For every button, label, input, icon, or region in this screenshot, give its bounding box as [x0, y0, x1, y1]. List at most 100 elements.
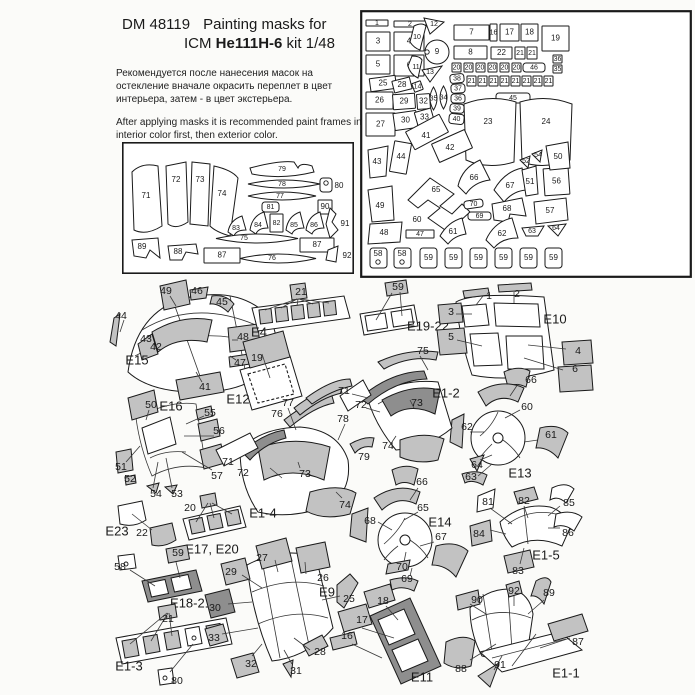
mask-piece-59: 59 [469, 247, 488, 269]
part-shape [469, 332, 503, 367]
mask-piece-5: 5 [365, 54, 391, 75]
piece-label-59: 59 [549, 253, 558, 262]
mask-piece-9: 9 [424, 39, 450, 65]
callout-line [375, 292, 393, 321]
part-shape [513, 486, 539, 505]
mask-piece-86: 86 [305, 211, 325, 235]
callout-5: 5 [448, 331, 454, 343]
callout-91: 91 [494, 659, 506, 671]
part-shape [290, 303, 306, 321]
part-shape [241, 429, 287, 461]
mask-piece-64: 64 [546, 223, 568, 237]
callout-line [125, 445, 141, 463]
callout-30: 30 [209, 602, 221, 614]
kit-scale: kit 1/48 [282, 35, 335, 52]
callout-57: 57 [211, 470, 223, 482]
part-shape [523, 507, 529, 545]
mask-piece-58: 58 [369, 247, 388, 269]
part-shape [157, 603, 178, 621]
mask-piece-76: 76 [239, 253, 317, 264]
callout-line [227, 601, 253, 605]
callout-67: 67 [435, 531, 447, 543]
callout-88: 88 [455, 663, 467, 675]
callout-41: 41 [199, 381, 211, 393]
piece-label-91: 91 [341, 219, 350, 228]
callout-line [509, 383, 519, 397]
callout-49: 49 [160, 285, 172, 297]
part-shape [188, 516, 206, 535]
callout-29: 29 [225, 566, 237, 578]
piece-label-63: 63 [528, 228, 536, 235]
piece-label-59: 59 [474, 253, 483, 262]
part-shape [224, 508, 242, 527]
mask-piece-39: 39 [449, 103, 465, 114]
diagram-label-E13: E13 [508, 465, 531, 480]
mask-piece-69: 69 [467, 211, 492, 221]
part-shape [493, 302, 541, 328]
part-shape [482, 593, 493, 653]
part-shape [306, 301, 322, 319]
callout-66: 66 [416, 476, 428, 488]
mask-piece-54: 54 [531, 149, 543, 164]
mask-piece-59: 59 [419, 247, 438, 269]
piece-label-35: 35 [554, 66, 562, 73]
part-shape [251, 581, 325, 593]
part-shape [289, 282, 308, 301]
diagram-label-E1_5: E1-5 [532, 547, 559, 562]
piece-label-59: 59 [424, 253, 433, 262]
mask-piece-66: 66 [457, 159, 491, 195]
callout-line [251, 643, 263, 657]
callout-line [477, 463, 493, 477]
piece-label-58: 58 [398, 249, 407, 258]
piece-label-21: 21 [490, 78, 498, 85]
part-shape [171, 297, 206, 391]
part-shape [242, 330, 291, 369]
callout-line [261, 353, 271, 379]
piece-label-30: 30 [401, 116, 410, 125]
callout-56: 56 [213, 425, 225, 437]
callout-line [274, 559, 279, 573]
callout-44: 44 [115, 310, 127, 322]
callout-line [264, 298, 298, 311]
mask-piece-71: 71 [131, 164, 163, 233]
callout-line [175, 561, 181, 579]
callout-71: 71 [222, 456, 234, 468]
part-shape [274, 305, 290, 323]
part-shape [385, 559, 411, 575]
callout-65: 65 [417, 502, 429, 514]
part-shape [302, 634, 329, 657]
callout-line [403, 511, 419, 521]
part-shape [399, 534, 411, 546]
piece-label-33: 33 [420, 113, 429, 122]
part-shape [142, 633, 161, 655]
callout-line [377, 521, 393, 531]
part-shape [159, 279, 191, 311]
piece-label-4: 4 [407, 37, 412, 46]
part-shape [469, 454, 485, 473]
piece-label-36: 36 [454, 95, 462, 102]
callout-42: 42 [150, 341, 162, 353]
callout-25: 25 [343, 593, 355, 605]
mask-piece-88: 88 [167, 243, 199, 261]
callout-line [269, 467, 283, 479]
callout-line [150, 612, 169, 642]
diagram-label-E14: E14 [428, 514, 451, 529]
part-shape [479, 411, 499, 437]
mask-piece-21: 21 [514, 46, 526, 60]
callout-line [409, 399, 415, 409]
mask-piece-59: 59 [544, 247, 563, 269]
mask-piece-62: 62 [485, 217, 519, 249]
diagram-label-E1_1: E1-1 [552, 665, 579, 680]
part-shape [503, 549, 535, 574]
part-shape [431, 543, 469, 578]
callout-77: 77 [282, 397, 294, 409]
mask-piece-57: 57 [533, 197, 569, 225]
part-shape [204, 623, 229, 647]
piece-label-20: 20 [501, 64, 509, 71]
callout-line [385, 605, 399, 621]
